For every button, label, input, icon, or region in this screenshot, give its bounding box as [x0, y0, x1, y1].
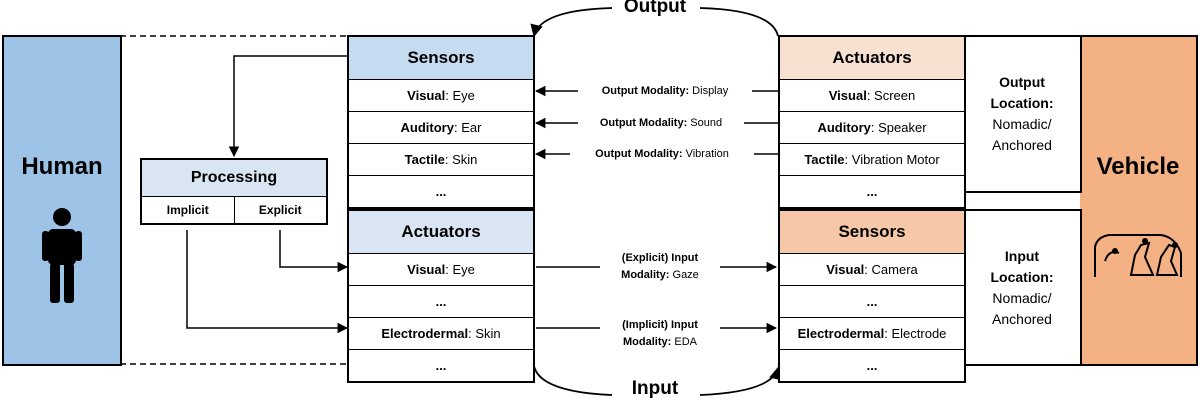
human-actuators-table: Actuators Visual: Eye ... Electrodermal:…	[347, 209, 535, 383]
vehicle-actuators-table: Actuators Visual: Screen Auditory: Speak…	[778, 35, 966, 209]
input-arc-right	[699, 366, 782, 396]
human-title: Human	[21, 153, 103, 180]
human-sensor-row: Auditory: Ear	[349, 112, 533, 144]
implicit-to-skin-line	[186, 230, 349, 334]
output-label: Output	[623, 0, 687, 17]
output-modality-vibration: Output Modality: Vibration	[595, 148, 729, 160]
vehicle-sensor-row: ...	[780, 286, 964, 318]
input-modality-gaze: (Explicit) Input Modality: Gaze	[621, 252, 699, 281]
human-sensors-table: Sensors Visual: Eye Auditory: Ear Tactil…	[347, 35, 535, 209]
output-modality-display: Output Modality: Display	[601, 85, 729, 97]
vehicle-panel: Vehicle	[1080, 35, 1198, 366]
human-sensors-title: Sensors	[349, 37, 533, 80]
person-icon	[42, 207, 82, 308]
output-modality-sound: Output Modality: Sound	[599, 117, 723, 129]
human-actuator-row: ...	[349, 286, 533, 318]
processing-box: Processing Implicit Explicit	[140, 158, 328, 225]
vehicle-actuator-row: Auditory: Speaker	[780, 112, 964, 144]
vehicle-sensor-row: Electrodermal: Electrode	[780, 318, 964, 350]
input-modality-eda: (Implicit) Input Modality: EDA	[622, 319, 698, 348]
output-arc-right	[699, 7, 779, 37]
vehicle-sensors-title: Sensors	[780, 211, 964, 254]
vehicle-sensor-row: ...	[866, 358, 878, 373]
input-location-box: Input Location: Nomadic/ Anchored	[964, 209, 1082, 366]
human-panel: Human	[2, 35, 122, 366]
car-seat-icon	[1091, 231, 1185, 286]
vehicle-actuator-row: Visual: Screen	[780, 80, 964, 112]
human-sensor-row: Visual: Eye	[349, 80, 533, 112]
vehicle-actuator-row: ...	[866, 184, 878, 199]
human-actuators-title: Actuators	[349, 211, 533, 254]
explicit-to-eye-line	[279, 230, 349, 273]
input-label: Input	[631, 378, 679, 399]
input-arc	[533, 365, 613, 396]
output-location-box: Output Location: Nomadic/ Anchored	[964, 35, 1082, 193]
processing-explicit: Explicit	[258, 203, 302, 217]
output-arc	[530, 7, 613, 38]
human-actuator-row: Visual: Eye	[349, 254, 533, 286]
processing-title: Processing	[142, 160, 326, 197]
vehicle-sensor-row: Visual: Camera	[780, 254, 964, 286]
human-sensor-row: ...	[435, 184, 447, 199]
sensors-to-processing-line	[228, 55, 348, 158]
vehicle-title: Vehicle	[1096, 153, 1180, 180]
vehicle-actuators-title: Actuators	[780, 37, 964, 80]
human-actuator-row: Electrodermal: Skin	[349, 318, 533, 350]
vehicle-sensors-table: Sensors Visual: Camera ... Electrodermal…	[778, 209, 966, 383]
human-actuator-row: ...	[435, 358, 447, 373]
vehicle-actuator-row: Tactile: Vibration Motor	[780, 144, 964, 176]
processing-implicit: Implicit	[142, 197, 235, 223]
human-sensor-row: Tactile: Skin	[349, 144, 533, 176]
